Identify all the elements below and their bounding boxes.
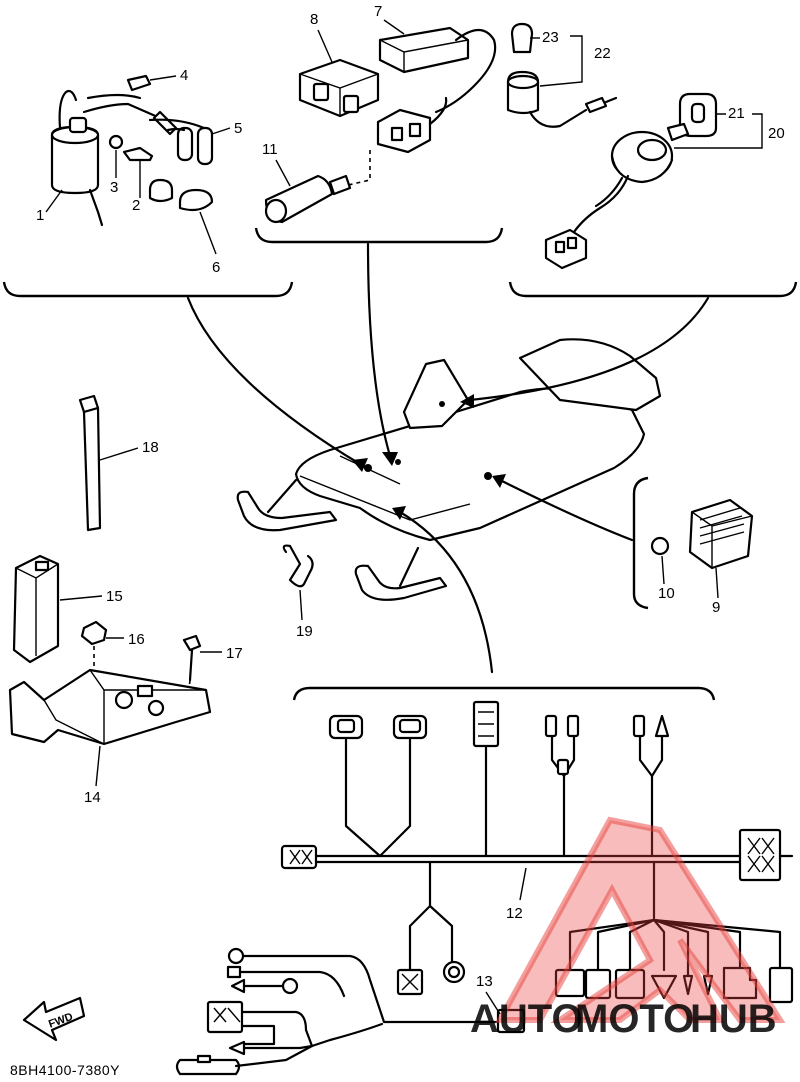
callout-20: 20 xyxy=(768,125,785,142)
cable-tie xyxy=(78,394,102,532)
leader-harness xyxy=(398,510,494,674)
callout-13: 13 xyxy=(476,973,493,990)
cdi-group xyxy=(264,26,497,224)
svg-text:HUB: HUB xyxy=(690,997,777,1041)
callout-23: 23 xyxy=(542,29,559,46)
callout-16: 16 xyxy=(128,631,145,648)
clip xyxy=(282,544,314,588)
snowmobile-outline xyxy=(236,338,662,601)
nut xyxy=(650,536,670,556)
callout-19: 19 xyxy=(296,623,313,640)
callout-15: 15 xyxy=(106,588,123,605)
leader-right-group xyxy=(468,296,710,402)
callout-14: 14 xyxy=(84,789,101,806)
callout-21: 21 xyxy=(728,105,745,122)
watermark-triangle-icon xyxy=(494,816,786,1023)
voltage-regulator xyxy=(688,498,754,570)
callout-3: 3 xyxy=(110,179,118,196)
fwd-direction-arrow: FWD xyxy=(22,996,86,1042)
callout-6: 6 xyxy=(212,259,220,276)
ignition-coil-group xyxy=(50,74,214,227)
callout-4: 4 xyxy=(180,67,188,84)
callout-2: 2 xyxy=(132,197,140,214)
callout-10: 10 xyxy=(658,585,675,602)
callout-8: 8 xyxy=(310,11,318,28)
wire-harness xyxy=(175,700,794,1076)
svg-text:MOTO: MOTO xyxy=(575,997,694,1041)
callout-7: 7 xyxy=(374,3,382,20)
leader-regulator xyxy=(498,478,634,542)
diagram-code: 8BH4100-7380Y xyxy=(10,1062,121,1078)
callout-11: 11 xyxy=(262,141,278,158)
main-switch-group xyxy=(506,22,718,270)
callout-18: 18 xyxy=(142,439,159,456)
callout-1: 1 xyxy=(36,207,44,224)
callout-12: 12 xyxy=(506,905,523,922)
leader-center-group xyxy=(366,242,392,458)
callout-22: 22 xyxy=(594,45,611,62)
callout-5: 5 xyxy=(234,120,242,137)
leader-left-group xyxy=(186,296,362,466)
svg-text:AUTO: AUTO xyxy=(470,997,583,1041)
callout-17: 17 xyxy=(226,645,243,662)
callout-9: 9 xyxy=(712,599,720,616)
cdi-bracket-group xyxy=(8,554,212,746)
watermark-logo: AUTO MOTO HUB xyxy=(470,816,786,1041)
